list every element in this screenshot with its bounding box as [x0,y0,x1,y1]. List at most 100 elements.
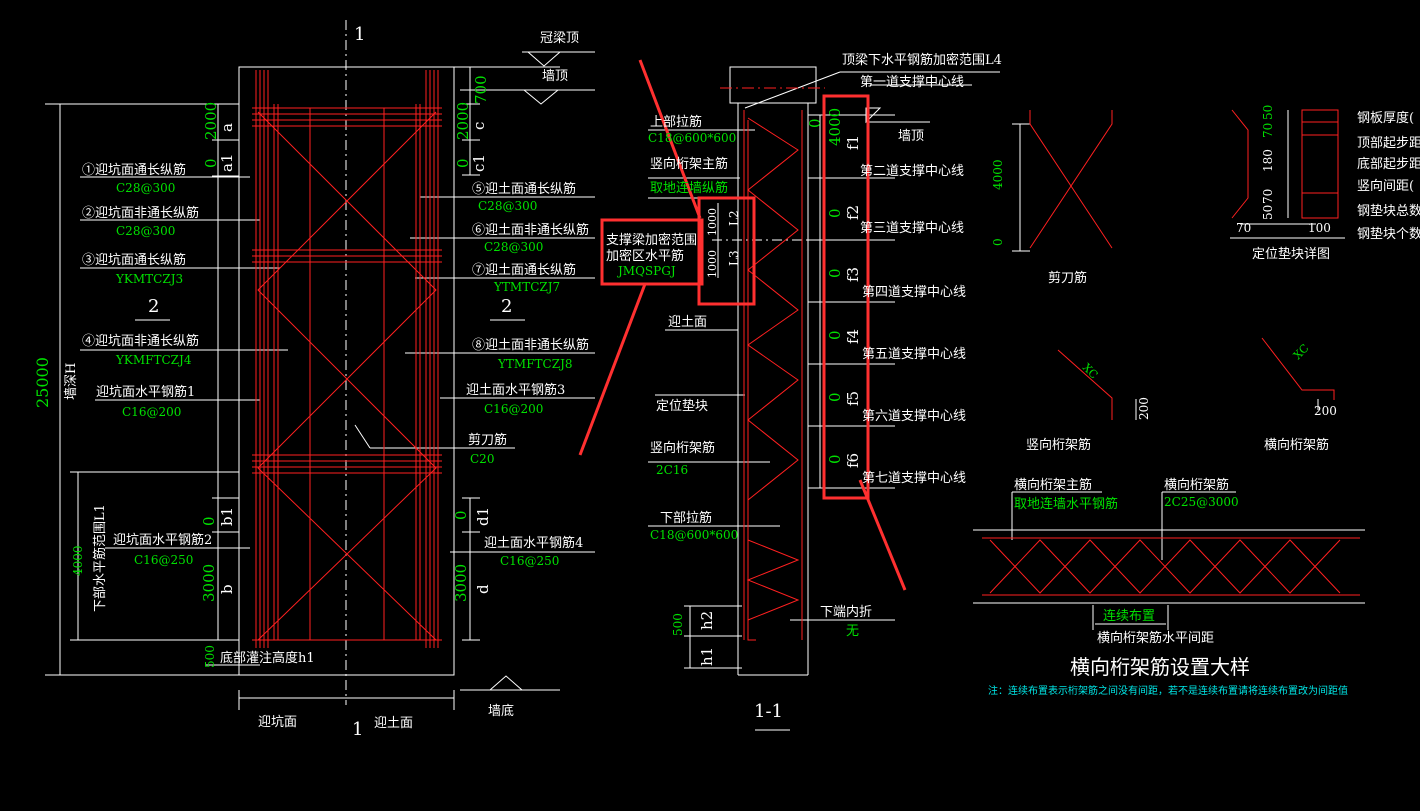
bar5-label: ⑤迎土面通长纵筋 [472,181,576,197]
lower-tie-value: C18@600*600 [650,528,738,542]
block-dim-5: 50 [1261,205,1275,220]
dim-c1-val: 0 [454,158,472,168]
ht-bar-label: 横向桁架筋 [1164,477,1229,493]
dim-b1-val: 0 [200,516,218,526]
l2-value: 1000 [706,208,719,236]
upper-tie-label: 上部拉筋 [650,114,702,130]
f3-label: f3 [844,267,862,282]
bar2-label: ②迎坑面非通长纵筋 [82,205,199,221]
f1-zero: 0 [806,118,824,128]
vertical-truss-label: 竖向桁架筋 [650,440,715,456]
dense-range-line1: 支撑梁加密范围 [606,232,697,248]
bar1-value: C28@300 [116,181,175,195]
section-labels: 1-1 顶梁下水平钢筋加密范围L4 第一道支撑中心线 第二道支撑中心线 第三道支… [606,52,1002,722]
pit-face-label: 迎坑面 [258,715,297,730]
block-dim-2: 70 [1261,123,1275,138]
dim-top-right: 2000 [454,102,472,140]
block-title: 定位垫块详图 [1252,246,1330,262]
block-note-5: 钢垫块总数 [1357,203,1420,219]
bar6-label: ⑥迎土面非通长纵筋 [472,222,589,238]
pit-h2-value: C16@250 [134,553,193,567]
soil-h3-value: C16@200 [484,402,543,416]
bar8-value: YTMFTCZJ8 [497,357,573,371]
f5-label: f5 [844,391,862,406]
lower-tie-label: 下部拉筋 [660,510,712,526]
support-6: 第六道支撑中心线 [862,409,966,424]
ht-200: 200 [1314,404,1337,418]
block-width-1: 70 [1236,221,1251,235]
section-mark-bottom: 1 [352,719,363,740]
detail-big-title: 横向桁架筋设置大样 [1070,655,1250,679]
f1-label: f1 [844,135,862,150]
h2-value: 500 [671,613,685,636]
f5-zero: 0 [826,392,844,402]
f2-label: f2 [844,205,862,220]
shear-label: 剪刀筋 [468,432,507,448]
detail-labels: 4000 0 剪刀筋 50 70 180 70 50 70 100 定位垫块详图… [988,105,1420,697]
ht-spacing-label: 横向桁架筋水平间距 [1097,630,1214,646]
support-7: 第七道支撑中心线 [862,471,966,486]
dim-top-left: 2000 [202,102,220,140]
dim-700: 700 [472,75,490,104]
ht-main-label: 横向桁架主筋 [1014,477,1092,493]
elevation-view [45,20,595,710]
block-dim-1: 50 [1261,105,1275,120]
wall-bottom-label: 墙底 [488,703,514,719]
shear-detail-zero: 0 [991,238,1005,246]
dim-a1-val: 0 [202,158,220,168]
ht-bar-value: 2C25@3000 [1164,495,1239,509]
block-width-2: 100 [1308,221,1331,235]
block-note-1: 钢板厚度( [1357,110,1414,126]
bar7-label: ⑦迎土面通长纵筋 [472,262,576,278]
support-1: 第一道支撑中心线 [860,75,964,90]
bar7-value: YTMTCZJ7 [493,280,560,294]
soil-face-label: 迎土面 [374,716,413,731]
shear-value: C20 [470,452,494,466]
pit-h2-label: 迎坑面水平钢筋2 [113,532,212,548]
dim-c-label: c [470,122,488,130]
shear-detail-dim: 4000 [991,159,1005,190]
ht-label: 横向桁架筋 [1264,437,1329,453]
dim-d-val: 3000 [452,564,470,602]
f6-label: f6 [844,453,862,468]
block-note-4: 竖向间距( [1357,178,1414,194]
block-note-3: 底部起步距 [1357,156,1420,172]
f4-zero: 0 [826,330,844,340]
l3-label: L3 [727,250,741,266]
bar3-label: ③迎坑面通长纵筋 [82,252,186,268]
f2-zero: 0 [826,208,844,218]
details-view [973,110,1365,630]
bar6-value: C28@300 [484,240,543,254]
pit-h1-value: C16@200 [122,405,181,419]
dense-range-value: JMQSPGJ [616,264,676,278]
l3-value: 1000 [706,250,719,278]
bar3-value: YKMTCZJ3 [115,272,183,286]
section-title: 1-1 [754,701,783,722]
dim-d1-val: 0 [452,510,470,520]
continuous-label: 连续布置 [1103,608,1155,624]
bottom-fold-value: 无 [846,624,859,639]
bottom-fold-label: 下端内折 [820,604,872,620]
section2-left: 2 [148,296,159,317]
section-wall-top: 墙顶 [898,129,924,144]
dim-500: 500 [203,645,217,668]
dim-d-label: d [474,584,492,594]
bar4-value: YKMFTCZJ4 [115,353,192,367]
vt-label: 竖向桁架筋 [1026,437,1091,453]
bar5-value: C28@300 [478,199,537,213]
truss-main-label: 竖向桁架主筋 [650,156,728,172]
dim-a1-label: a1 [218,154,236,173]
f6-zero: 0 [826,454,844,464]
ht-main-value: 取地连墙水平钢筋 [1014,496,1118,512]
callout-boxes [578,59,907,591]
details-rebar [982,109,1360,596]
dim-c1-label: c1 [470,154,488,172]
section2-right: 2 [501,296,512,317]
lower-range-val: 4000 [71,545,85,576]
bar1-label: ①迎坑面通长纵筋 [82,162,186,178]
dim-b-label: b [218,584,236,594]
lower-range-label: 下部水平筋范围L1 [92,504,108,612]
l2-label: L2 [727,210,741,226]
block-note-6: 钢垫块个数 [1357,226,1420,242]
